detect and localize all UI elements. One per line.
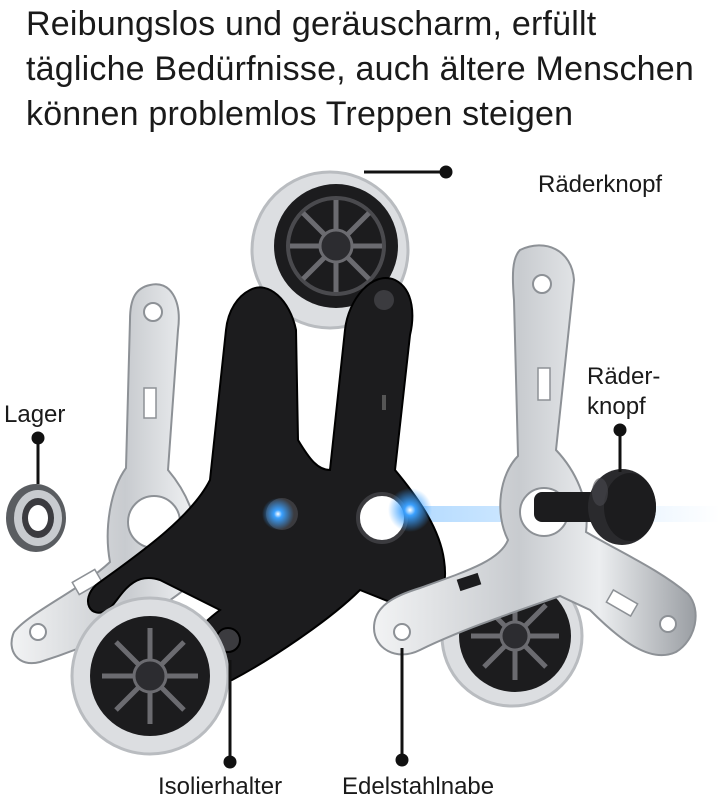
leader-dot-knob — [613, 423, 627, 437]
label-bearing: Lager — [4, 401, 66, 428]
ball-bearing-icon — [6, 484, 66, 552]
headline: Reibungslos und geräuscharm, erfüllt täg… — [26, 5, 695, 133]
label-insulator-holder: Isolierhalter — [158, 773, 283, 800]
label-wheel-knob: Räder- knopf — [587, 362, 660, 422]
leader-lines — [31, 165, 627, 769]
label-wheel-knob-line2: knopf — [587, 393, 646, 420]
leader-dot-bearing — [31, 431, 45, 445]
right-steel-frame-icon — [372, 244, 697, 657]
label-wheel-knob-line1: Räder- — [587, 363, 661, 390]
label-stainless-hub: Edelstahlnabe — [342, 773, 495, 800]
wheel-knob-icon — [534, 469, 656, 545]
bottom-left-wheel-icon — [70, 596, 230, 756]
leader-dot-insulator — [223, 755, 237, 769]
axle-glow-left — [262, 498, 294, 530]
leader-dot-top-knob — [439, 165, 453, 179]
axle-glow-center — [388, 488, 432, 532]
leader-dot-hub — [395, 753, 409, 767]
label-wheel-knob-top: Räderknopf — [538, 171, 663, 198]
